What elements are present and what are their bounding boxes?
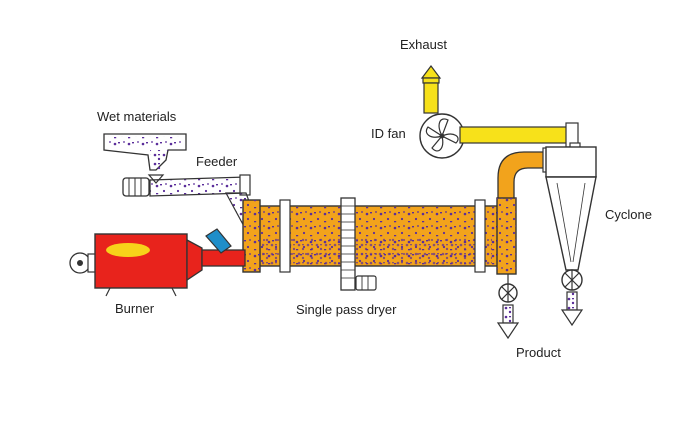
product-label: Product bbox=[516, 345, 561, 360]
wet-materials-label: Wet materials bbox=[97, 109, 177, 124]
dryer-label: Single pass dryer bbox=[296, 302, 397, 317]
exhaust-stack bbox=[420, 65, 442, 114]
id-fan bbox=[419, 113, 465, 159]
burner bbox=[69, 233, 246, 297]
exhaust-label: Exhaust bbox=[400, 37, 447, 52]
product-discharge-valve bbox=[498, 274, 518, 303]
cyclone-discharge-arrow bbox=[560, 291, 584, 327]
fuel-chute bbox=[205, 228, 232, 254]
feeder-label: Feeder bbox=[196, 154, 238, 169]
dryer-drum bbox=[242, 197, 517, 275]
cyclone-inlet-duct bbox=[497, 147, 550, 203]
girth-gear bbox=[340, 197, 356, 291]
drive-motor bbox=[355, 275, 377, 291]
cyclone-label: Cyclone bbox=[605, 207, 652, 222]
burner-label: Burner bbox=[115, 301, 155, 316]
wet-material-hopper bbox=[103, 133, 187, 184]
cyclone bbox=[545, 146, 597, 291]
fan-duct bbox=[459, 122, 581, 152]
screw-feeder bbox=[122, 174, 259, 231]
product-discharge-arrow bbox=[496, 304, 520, 340]
id-fan-label: ID fan bbox=[371, 126, 406, 141]
